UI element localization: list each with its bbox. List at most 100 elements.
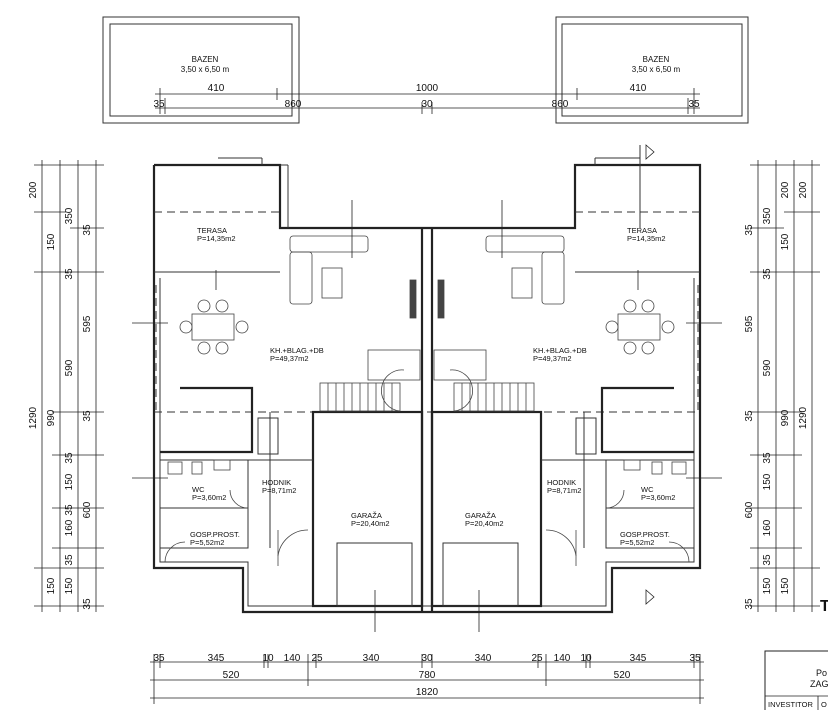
furniture [167, 235, 687, 475]
staircase [319, 349, 535, 412]
pool-left: BAZEN 3,50 x 6,50 m [102, 16, 300, 124]
gosp-left-area: P=5,52m2 [190, 538, 224, 547]
hodnik-left-name: HODNIK [262, 478, 291, 487]
bottom-dim-340a: 340 [363, 653, 380, 664]
pool-dim-right-35: 35 [688, 99, 700, 110]
bottom-dim-35b: 35 [689, 653, 701, 664]
left-dim-big-990: 990 [46, 409, 57, 426]
bottom-dim-520b: 520 [614, 670, 631, 681]
garaza-right-area: P=20,40m2 [465, 519, 504, 528]
right-dim-inner-35d: 35 [762, 452, 773, 464]
edge-label: T [820, 598, 828, 615]
wc-right-name: WC [641, 485, 654, 494]
left-dim-big-600: 600 [82, 501, 93, 518]
bottom-dim-140b: 140 [554, 653, 571, 664]
bottom-dim-10b: 10 [580, 653, 592, 664]
terasa-left-area: P=14,35m2 [197, 234, 236, 243]
terasa-left-name: TERASA [197, 226, 227, 235]
bottom-dimension-lines [150, 654, 704, 704]
title-block-line2: ZAG [810, 679, 828, 689]
title-block: Po ZAG INVESTITOR O [764, 650, 828, 710]
terasa-right-name: TERASA [627, 226, 657, 235]
bottom-dim-780: 780 [419, 670, 436, 681]
pool-dim-left-860: 860 [285, 99, 302, 110]
left-dim-outer-160: 160 [64, 519, 75, 536]
right-dim-inner-35b: 35 [762, 268, 773, 280]
bottom-dim-345a: 345 [208, 653, 225, 664]
right-dim-outer-590: 590 [762, 359, 773, 376]
left-dimension-lines [34, 160, 104, 612]
hodnik-right-area: P=8,71m2 [547, 486, 581, 495]
pool-right-name: BAZEN [643, 55, 670, 64]
hodnik-left-area: P=8,71m2 [262, 486, 296, 495]
title-block-investor-value: O [821, 700, 827, 709]
pool-dim-right-860: 860 [552, 99, 569, 110]
pool-left-size: 3,50 x 6,50 m [181, 65, 230, 74]
right-dimension-lines [750, 160, 820, 612]
left-dim-outer-150: 150 [46, 233, 57, 250]
right-dim-inner-35e: 35 [762, 554, 773, 566]
right-dim-big-1290: 1290 [798, 406, 809, 429]
pool-dim-overall: 1000 [416, 83, 439, 94]
living-left-area: P=49,37m2 [270, 354, 309, 363]
title-block-investor-label: INVESTITOR [768, 700, 813, 709]
title-block-line1: Po [816, 668, 827, 678]
bottom-dim-340b: 340 [475, 653, 492, 664]
right-dim-inner-350: 350 [762, 207, 773, 224]
pool-right: BAZEN 3,50 x 6,50 m [555, 16, 749, 124]
right-dim-outer-160: 160 [762, 519, 773, 536]
pool-dim-mid: 30 [421, 99, 433, 110]
right-dim-outer-150: 150 [780, 233, 791, 250]
left-dim-outer-150b: 150 [64, 473, 75, 490]
garaza-right-name: GARAŽA [465, 511, 496, 520]
left-dim-outer-595: 595 [82, 315, 93, 332]
living-left-name: KH.+BLAG.+DB [270, 346, 324, 355]
building-walls [152, 145, 702, 614]
right-dim-big-600: 600 [744, 501, 755, 518]
living-right-area: P=49,37m2 [533, 354, 572, 363]
pool-right-size: 3,50 x 6,50 m [632, 65, 681, 74]
right-dim-inner-35f: 35 [744, 598, 755, 610]
left-dim-outer-590: 590 [64, 359, 75, 376]
pool-left-name: BAZEN [192, 55, 219, 64]
bottom-dim-345b: 345 [630, 653, 647, 664]
right-dim-big-990: 990 [780, 409, 791, 426]
bottom-dim-520a: 520 [223, 670, 240, 681]
pool-dim-right-410: 410 [630, 83, 647, 94]
bottom-dim-25a: 25 [311, 653, 323, 664]
bottom-dim-1820: 1820 [416, 687, 439, 698]
hodnik-right-name: HODNIK [547, 478, 576, 487]
left-dim-inner-35d: 35 [64, 452, 75, 464]
left-dim-inner-35c: 35 [82, 410, 93, 422]
right-dim-outer-150b: 150 [762, 473, 773, 490]
left-dim-outer-200: 200 [28, 181, 39, 198]
garaza-left-area: P=20,40m2 [351, 519, 390, 528]
right-dim-inner-35a: 35 [744, 224, 755, 236]
right-dim-outer-150c: 150 [762, 577, 773, 594]
gosp-left-name: GOSP.PROST. [190, 530, 240, 539]
pool-dim-left-35: 35 [153, 99, 165, 110]
bottom-dim-30: 30 [421, 653, 433, 664]
right-dim-outer-200b: 200 [798, 181, 809, 198]
wc-right-area: P=3,60m2 [641, 493, 675, 502]
pool-dimension-lines [155, 88, 700, 114]
left-dim-inner-350: 350 [64, 207, 75, 224]
living-right-name: KH.+BLAG.+DB [533, 346, 587, 355]
wc-left-area: P=3,60m2 [192, 493, 226, 502]
left-dim-inner-35e: 35 [64, 504, 75, 516]
gosp-right-name: GOSP.PROST. [620, 530, 670, 539]
bottom-dim-140a: 140 [284, 653, 301, 664]
bottom-dim-35a: 35 [153, 653, 165, 664]
left-dim-outer-150c: 150 [46, 577, 57, 594]
left-dim-inner-35g: 35 [82, 598, 93, 610]
right-dim-outer-595: 595 [744, 315, 755, 332]
gosp-right-area: P=5,52m2 [620, 538, 654, 547]
terasa-right-area: P=14,35m2 [627, 234, 666, 243]
garaza-left-name: GARAŽA [351, 511, 382, 520]
pool-dim-left-410: 410 [208, 83, 225, 94]
bottom-dim-10a: 10 [262, 653, 274, 664]
left-dim-outer-150d: 150 [64, 577, 75, 594]
section-markers [132, 144, 722, 632]
bottom-dim-25b: 25 [531, 653, 543, 664]
